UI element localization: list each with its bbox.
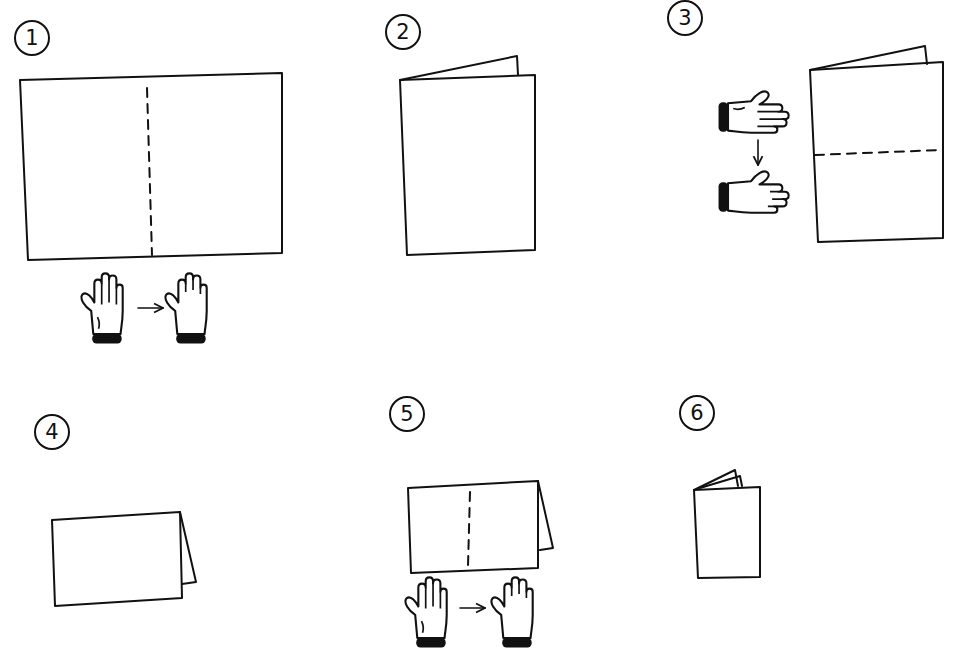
booklet-page bbox=[700, 476, 742, 488]
hand-back bbox=[719, 171, 789, 212]
hand-palm bbox=[81, 273, 122, 343]
hand-palm bbox=[405, 577, 446, 647]
paper-folded bbox=[52, 512, 182, 606]
step-number: 3 bbox=[678, 6, 691, 30]
paper-folded bbox=[400, 75, 535, 255]
flip-arrow bbox=[460, 607, 485, 609]
paper-sheet bbox=[20, 73, 282, 260]
step-number: 6 bbox=[690, 401, 703, 425]
hand-back bbox=[165, 273, 206, 343]
fold-line bbox=[147, 88, 152, 255]
step-number-circle: 2 bbox=[385, 14, 421, 50]
step-number-circle: 3 bbox=[667, 0, 703, 36]
fold-line bbox=[815, 150, 940, 155]
hand-back bbox=[491, 577, 532, 647]
flip-arrow bbox=[757, 140, 759, 165]
step-number: 2 bbox=[396, 20, 409, 44]
step-number: 4 bbox=[45, 420, 58, 444]
step-number-circle: 4 bbox=[34, 414, 70, 450]
step-number-circle: 5 bbox=[389, 396, 425, 432]
flip-arrow bbox=[138, 307, 163, 309]
step-number-circle: 6 bbox=[679, 395, 715, 431]
fold-line bbox=[468, 492, 470, 566]
paper-flap bbox=[538, 481, 553, 550]
step-number: 1 bbox=[25, 26, 38, 50]
step-number: 5 bbox=[400, 402, 413, 426]
paper-folded bbox=[810, 62, 943, 242]
paper-folded bbox=[408, 481, 538, 573]
booklet bbox=[694, 487, 760, 578]
step-number-circle: 1 bbox=[14, 20, 50, 56]
hand-palm bbox=[719, 91, 789, 132]
